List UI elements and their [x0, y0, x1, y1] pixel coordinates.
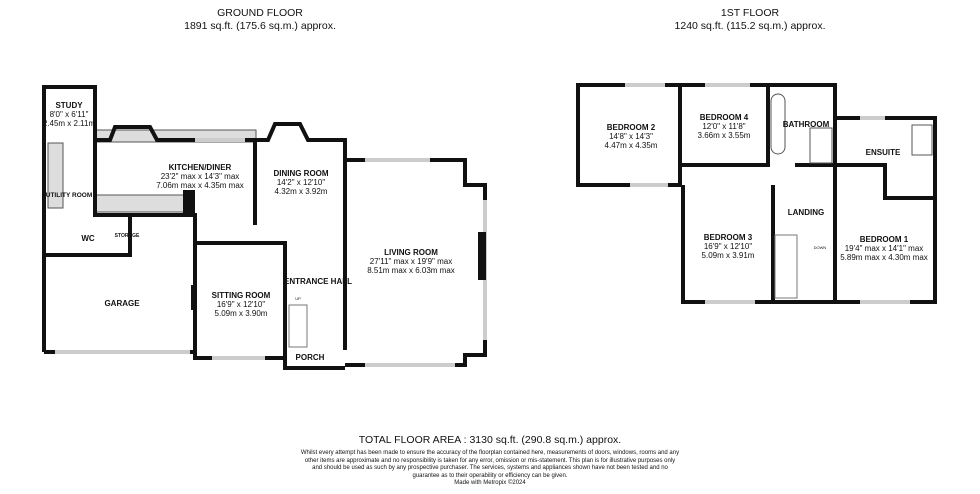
stair-label: UP — [295, 296, 301, 301]
room-name: BATHROOM — [783, 120, 830, 129]
stairs-up — [288, 304, 308, 348]
first-floor-plan — [576, 83, 937, 304]
room-dimension-imperial: 23'2" max x 14'3" max — [161, 172, 240, 181]
room-dimension-imperial: 14'8" x 14'3" — [609, 132, 653, 141]
room-dimension-metric: 8.51m max x 6.03m max — [367, 266, 455, 275]
room-name: ENSUITE — [866, 148, 901, 157]
stair-label: DOWN — [814, 245, 827, 250]
room-dimension-metric: 4.32m x 3.92m — [275, 187, 328, 196]
room-dimension-metric: 7.06m max x 4.35m max — [156, 181, 244, 190]
room-name: GARAGE — [104, 299, 140, 308]
ground-floor-plan — [42, 85, 487, 370]
room-name: BEDROOM 2 — [607, 123, 656, 132]
room-dimension-metric: 5.89m max x 4.30m max — [840, 253, 928, 262]
shower — [809, 127, 833, 164]
room-dimension-imperial: 19'4" max x 14'1" max — [845, 244, 924, 253]
ground-floor-title: GROUND FLOOR — [217, 7, 303, 19]
room-dimension-metric: 4.47m x 4.35m — [605, 141, 658, 150]
room-name: STUDY — [55, 101, 83, 110]
room-name: DINING ROOM — [273, 169, 328, 178]
room-name: LANDING — [788, 208, 824, 217]
room-name: PORCH — [296, 353, 325, 362]
room-name: UTILITY ROOM — [46, 192, 92, 199]
room-dimension-imperial: 14'2" x 12'10" — [277, 178, 325, 187]
room-name: BEDROOM 3 — [704, 233, 753, 242]
utility-worktop — [47, 142, 64, 209]
room-name: BEDROOM 4 — [700, 113, 749, 122]
total-floor-area: TOTAL FLOOR AREA : 3130 sq.ft. (290.8 sq… — [358, 434, 622, 446]
room-name: BEDROOM 1 — [860, 235, 909, 244]
ensuite-shower — [911, 124, 933, 156]
room-dimension-metric: 2.45m x 2.11m — [43, 119, 96, 128]
room-dimension-imperial: 8'0" x 6'11" — [50, 110, 89, 119]
room-name: SITTING ROOM — [212, 291, 271, 300]
first-floor-area: 1240 sq.ft. (115.2 sq.m.) approx. — [674, 20, 826, 32]
stairs-down — [774, 234, 798, 299]
room-dimension-metric: 5.09m x 3.90m — [215, 309, 268, 318]
bath — [770, 93, 786, 155]
ground-floor-area: 1891 sq.ft. (175.6 sq.m.) approx. — [184, 20, 336, 32]
room-dimension-imperial: 12'0" x 11'8" — [702, 122, 745, 131]
room-name: ENTRANCE HALL — [284, 277, 352, 286]
first-floor-title: 1ST FLOOR — [720, 7, 780, 19]
room-dimension-metric: 3.66m x 3.55m — [698, 131, 751, 140]
room-name: WC — [81, 234, 95, 243]
footer: TOTAL FLOOR AREA : 3130 sq.ft. (290.8 sq… — [300, 434, 680, 488]
disclaimer: Whilst every attempt has been made to en… — [300, 450, 680, 479]
credit: Made with Metropix ©2024 — [454, 480, 526, 486]
kitchen-worktop-lower — [95, 194, 185, 213]
chimney-breast — [183, 190, 195, 213]
room-name: KITCHEN/DINER — [169, 163, 232, 172]
room-dimension-imperial: 27'11" max x 19'9" max — [370, 257, 452, 266]
ground-floor-header: GROUND FLOOR 1891 sq.ft. (175.6 sq.m.) a… — [130, 7, 390, 33]
room-dimension-imperial: 16'9" x 12'10" — [704, 242, 752, 251]
room-name: STORAGE — [115, 233, 140, 239]
room-dimension-imperial: 16'9" x 12'10" — [217, 300, 265, 309]
first-floor-header: 1ST FLOOR 1240 sq.ft. (115.2 sq.m.) appr… — [620, 7, 880, 33]
room-name: LIVING ROOM — [384, 248, 438, 257]
room-dimension-metric: 5.09m x 3.91m — [702, 251, 755, 260]
